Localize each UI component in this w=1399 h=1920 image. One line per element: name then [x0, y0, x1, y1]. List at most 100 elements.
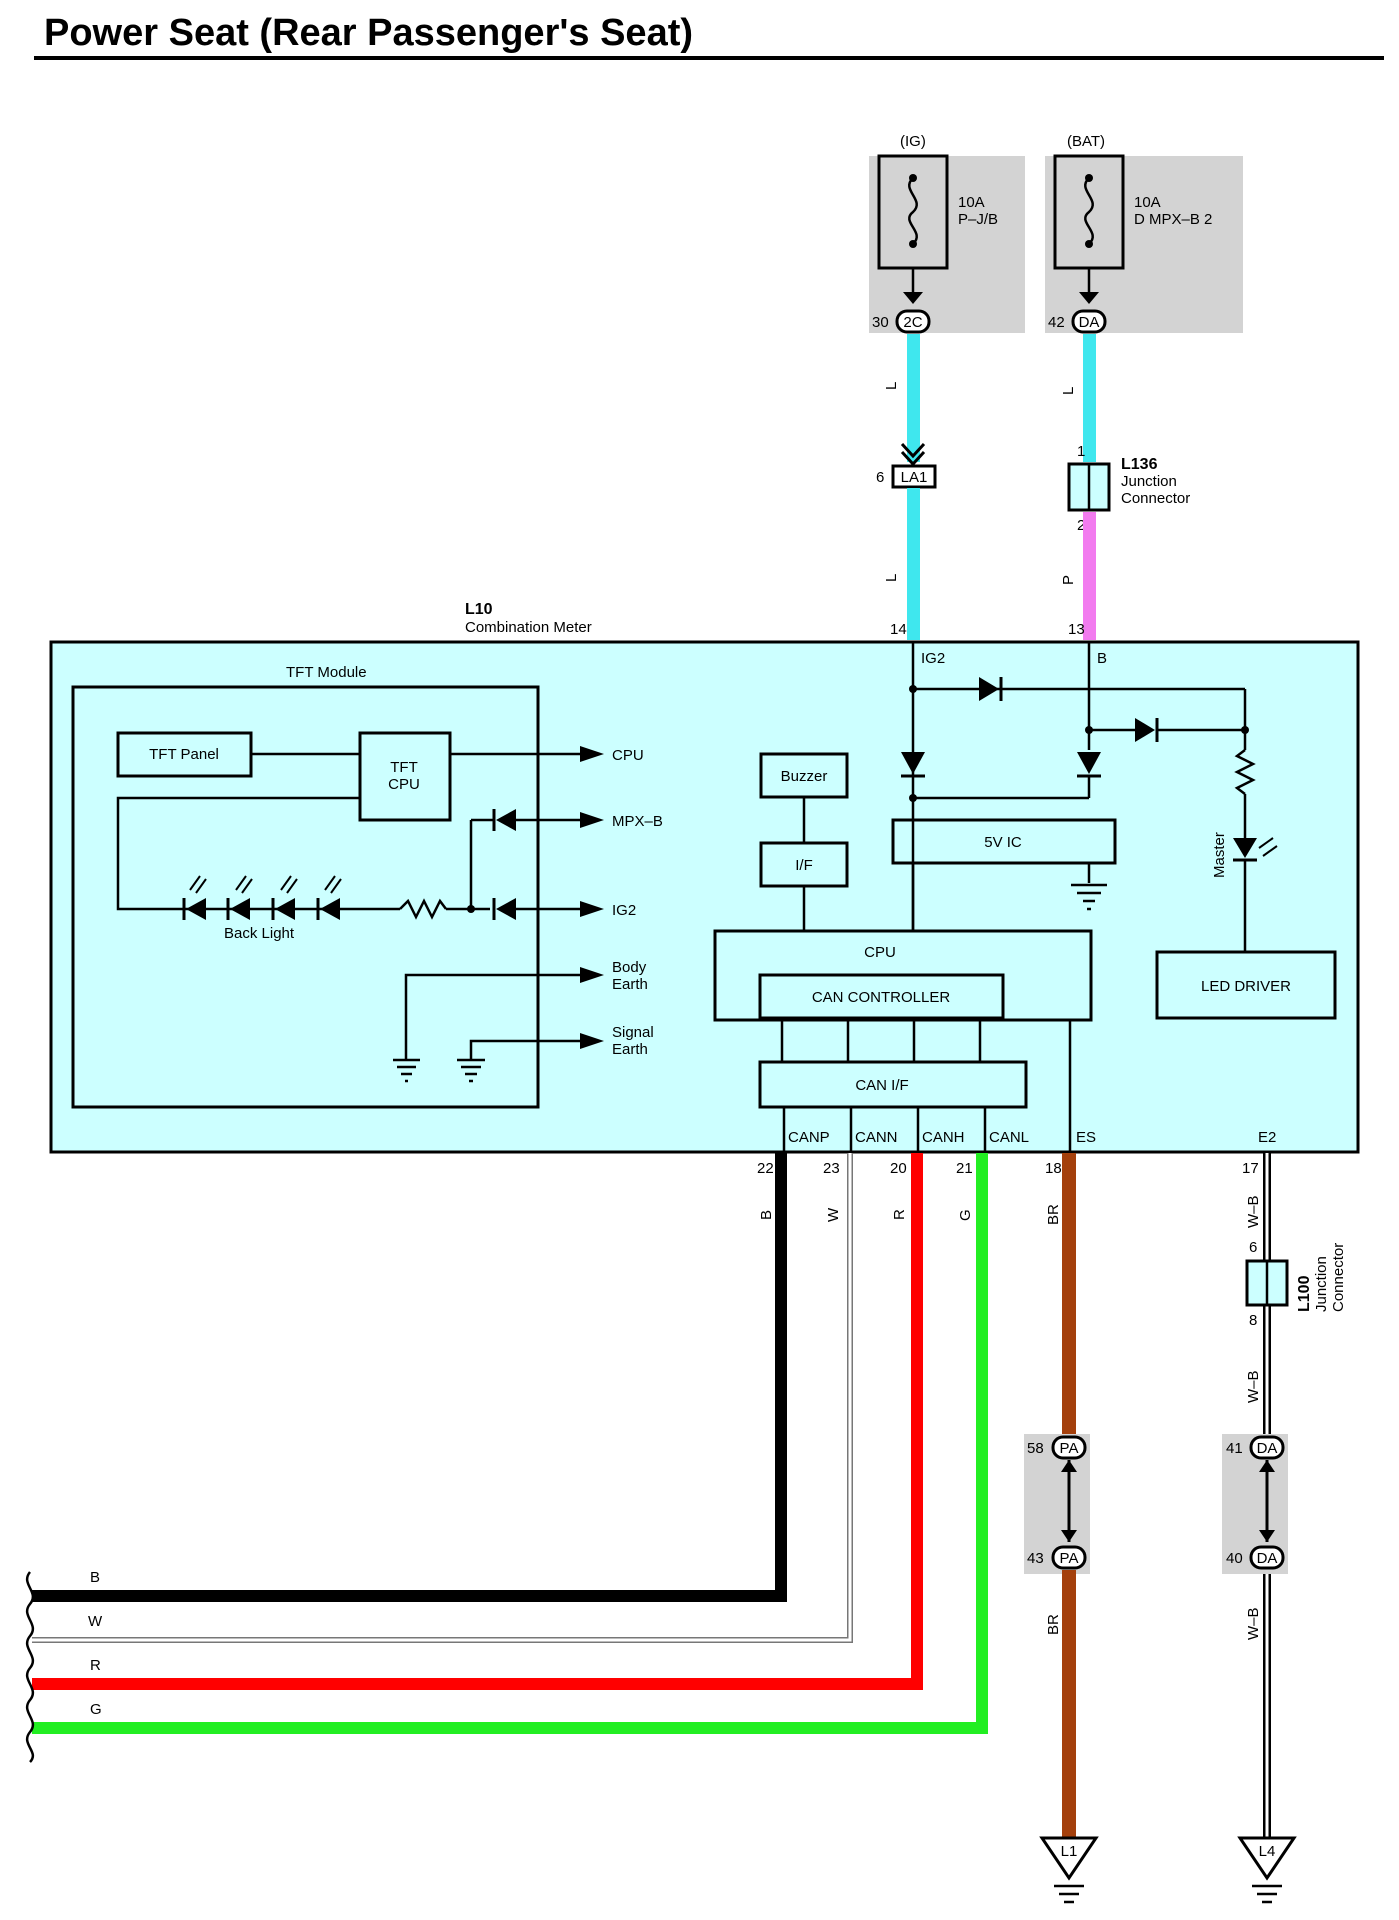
- la1-arrow-icon: [900, 442, 926, 467]
- wire-break-icon: [25, 1571, 35, 1763]
- bat-supply-label: (BAT): [1067, 133, 1105, 150]
- led-driver-label: LED DRIVER: [1201, 978, 1291, 995]
- la1-wire-color-label: L: [883, 574, 900, 582]
- la1-wire-l: [907, 488, 920, 640]
- bat-connector-da: [1071, 309, 1107, 334]
- bat-fuse-name: D MPX–B 2: [1134, 211, 1212, 228]
- meter-pin-ig2: 14: [890, 621, 907, 638]
- da-wire-label: W–B: [1245, 1607, 1262, 1640]
- pa-arrow-down-icon: [1061, 1530, 1077, 1542]
- wire-label-w: W: [825, 1207, 842, 1222]
- da-connector-top: [1249, 1435, 1285, 1460]
- meter-name: Combination Meter: [465, 619, 592, 636]
- da-arrow-up-icon: [1259, 1460, 1275, 1472]
- buzzer-label: Buzzer: [781, 768, 828, 785]
- ig2-5v-diode-icon: [901, 752, 925, 778]
- arrow-body-earth-2: Earth: [612, 976, 648, 993]
- cpu-arrow-icon: [580, 746, 604, 762]
- terminal-es: ES: [1076, 1129, 1096, 1146]
- l136-wire-color-label: P: [1060, 575, 1077, 585]
- tft-cpu: [358, 731, 452, 822]
- if-label: I/F: [795, 857, 813, 874]
- mpxb-arrow-icon: [580, 812, 604, 828]
- l100-pin-in: 6: [1249, 1239, 1257, 1256]
- pin-17: 17: [1242, 1160, 1259, 1177]
- ground-l1-label: L1: [1061, 1843, 1078, 1860]
- tft-backlight-feed: [116, 796, 360, 911]
- ig-connector-pin: 30: [872, 314, 889, 331]
- junction-dot: [909, 685, 917, 693]
- da-pin-bottom: 40: [1226, 1550, 1243, 1567]
- l100-id: L100: [1296, 1275, 1313, 1312]
- body-earth-ground-icon: [393, 1058, 420, 1083]
- 5v-ic-ground-icon: [1071, 883, 1107, 911]
- bat-connector-pin: 42: [1048, 314, 1065, 331]
- l100-name-line1: Junction: [1313, 1256, 1330, 1312]
- cann-wire-w-outer: [32, 1153, 853, 1643]
- signal-earth-arrow-icon: [580, 1033, 604, 1049]
- led-feed-diode-icon: [979, 677, 1003, 701]
- ig-wire-l: [907, 334, 920, 462]
- ig-supply-label: (IG): [900, 133, 926, 150]
- master-label: Master: [1211, 832, 1228, 878]
- meter-cpu-label: CPU: [864, 944, 896, 961]
- ig-connector-name: 2C: [903, 314, 922, 331]
- pin-18: 18: [1045, 1160, 1062, 1177]
- wire-label-b: B: [758, 1210, 775, 1220]
- back-light-label: Back Light: [224, 925, 295, 942]
- pa-name-bottom: PA: [1060, 1550, 1079, 1567]
- can-if: [758, 1060, 1028, 1109]
- ground-l4-icon: [1237, 1836, 1297, 1881]
- ig-connector-2c: [895, 309, 931, 334]
- la1-connector: [891, 464, 937, 489]
- 5v-ic: [891, 818, 1117, 865]
- tft-cpu-label-2: CPU: [388, 776, 420, 793]
- ig-fuse-terminal-icon: [909, 174, 917, 182]
- pin-23: 23: [823, 1160, 840, 1177]
- pa-arrow-up-icon: [1061, 1460, 1077, 1472]
- terminal-canl: CANL: [989, 1129, 1029, 1146]
- meter-id: L10: [465, 601, 493, 618]
- bus-label-r: R: [90, 1657, 101, 1674]
- ig-fuse-terminal-icon: [909, 240, 917, 248]
- arrow-ig2-label: IG2: [612, 902, 636, 919]
- da-name-bottom: DA: [1257, 1550, 1278, 1567]
- body-earth-wire: [404, 973, 582, 1060]
- l136-name-line1: Junction: [1121, 473, 1177, 490]
- arrow-body-earth-1: Body: [612, 959, 647, 976]
- l100-wire-label: W–B: [1245, 1370, 1262, 1403]
- es-wire-label: BR: [1045, 1204, 1062, 1225]
- terminal-e2: E2: [1258, 1129, 1276, 1146]
- canl-wire-g: [32, 1153, 988, 1734]
- pa-wire-label: BR: [1045, 1614, 1062, 1635]
- bat-connector-name: DA: [1079, 314, 1100, 331]
- meter-pin-b: 13: [1068, 621, 1085, 638]
- tft-cpu-label-1: TFT: [390, 759, 418, 776]
- terminal-canh: CANH: [922, 1129, 965, 1146]
- pa-connector-top: [1051, 1435, 1087, 1460]
- arrow-mpxb-label: MPX–B: [612, 813, 663, 830]
- l100-pin-out: 8: [1249, 1312, 1257, 1329]
- pa-pin-top: 58: [1027, 1440, 1044, 1457]
- led-resistor-icon: [1234, 749, 1256, 795]
- ig-fuse-name: P–J/B: [958, 211, 998, 228]
- wire-label-g: G: [957, 1209, 974, 1221]
- tft-module-title: TFT Module: [286, 664, 367, 681]
- ig2-diode-icon: [492, 898, 516, 920]
- da-connector-bottom: [1249, 1545, 1285, 1570]
- led-driver: [1155, 950, 1337, 1020]
- l100-name-line2: Connector: [1330, 1243, 1347, 1312]
- l136-pin-in: 1: [1077, 443, 1085, 460]
- tft-panel-label: TFT Panel: [149, 746, 219, 763]
- bus-label-w: W: [88, 1613, 103, 1630]
- can-if-label: CAN I/F: [855, 1077, 908, 1094]
- ig2-arrow-icon: [580, 901, 604, 917]
- l136-name-line2: Connector: [1121, 490, 1190, 507]
- meter-b-label: B: [1097, 650, 1107, 667]
- l136-pin-out: 2: [1077, 517, 1085, 534]
- canp-wire-b: [32, 1153, 787, 1602]
- pin-21: 21: [956, 1160, 973, 1177]
- junction-dot: [1241, 726, 1249, 734]
- page-title: Power Seat (Rear Passenger's Seat): [44, 12, 693, 54]
